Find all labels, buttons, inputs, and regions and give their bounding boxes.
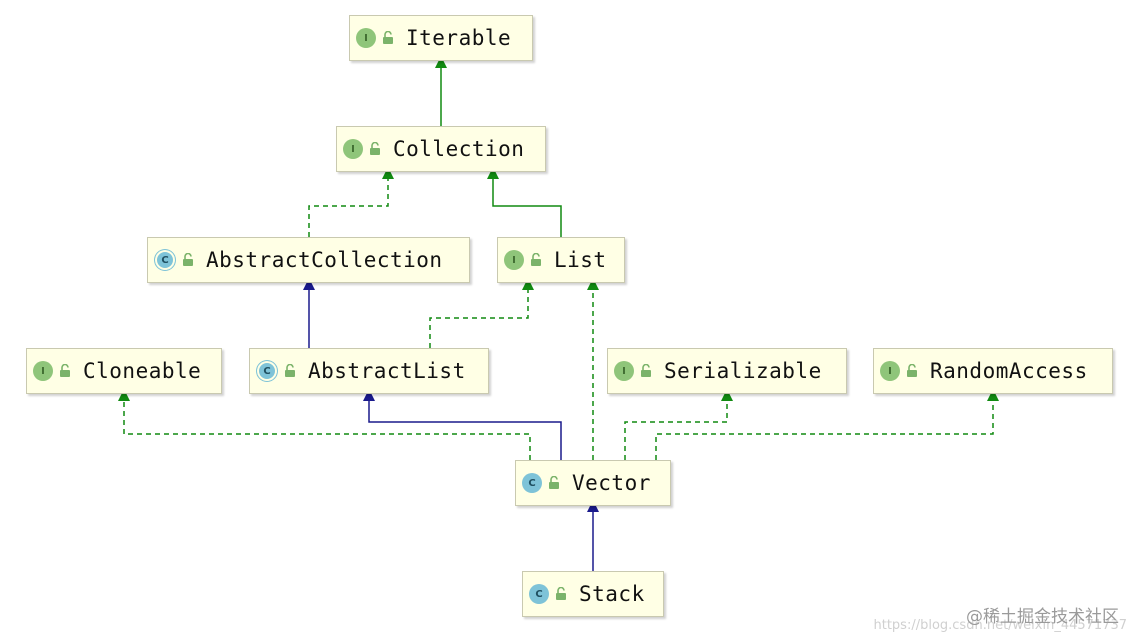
watermark: @稀土掘金技术社区: [966, 607, 1119, 627]
abstract-class-icon: C: [256, 360, 278, 382]
class-icon: C: [522, 473, 542, 493]
node-collection[interactable]: I Collection: [336, 126, 546, 172]
abstract-class-icon: C: [154, 249, 176, 271]
node-label: Stack: [579, 582, 645, 606]
interface-icon: I: [880, 361, 900, 381]
node-serializable[interactable]: I Serializable: [607, 348, 847, 394]
node-label: RandomAccess: [930, 359, 1088, 383]
unlocked-icon: [530, 253, 542, 267]
node-label: Collection: [393, 137, 525, 161]
interface-icon: I: [33, 361, 53, 381]
interface-icon: I: [504, 250, 524, 270]
node-label: Vector: [572, 471, 651, 495]
unlocked-icon: [59, 364, 71, 378]
node-abstract-collection[interactable]: C AbstractCollection: [147, 237, 470, 283]
interface-icon: I: [614, 361, 634, 381]
class-icon: C: [529, 584, 549, 604]
edge-vector-to-randomaccess: [655, 389, 999, 460]
node-stack[interactable]: C Stack: [522, 571, 664, 617]
edge-vector-to-abstractlist: [363, 389, 562, 460]
unlocked-icon: [906, 364, 918, 378]
edge-list-to-collection: [487, 167, 562, 237]
unlocked-icon: [640, 364, 652, 378]
node-abstract-list[interactable]: C AbstractList: [249, 348, 489, 394]
edge-vector-to-serializable: [624, 389, 733, 460]
node-vector[interactable]: C Vector: [515, 460, 671, 506]
node-label: Cloneable: [83, 359, 202, 383]
node-label: AbstractList: [308, 359, 466, 383]
node-label: Iterable: [406, 26, 512, 50]
edge-abstractcollection-to-collection: [308, 167, 394, 237]
edge-abstractlist-to-list: [429, 278, 534, 348]
unlocked-icon: [382, 31, 394, 45]
unlocked-icon: [548, 476, 560, 490]
node-label: List: [554, 248, 607, 272]
node-label: AbstractCollection: [206, 248, 443, 272]
unlocked-icon: [182, 253, 194, 267]
watermark-url: https://blog.csdn.net/weixin_44571737: [873, 618, 1127, 633]
node-iterable[interactable]: I Iterable: [349, 15, 533, 61]
unlocked-icon: [284, 364, 296, 378]
node-list[interactable]: I List: [497, 237, 625, 283]
unlocked-icon: [369, 142, 381, 156]
unlocked-icon: [555, 587, 567, 601]
node-label: Serializable: [664, 359, 822, 383]
interface-icon: I: [356, 28, 376, 48]
node-cloneable[interactable]: I Cloneable: [26, 348, 222, 394]
interface-icon: I: [343, 139, 363, 159]
node-random-access[interactable]: I RandomAccess: [873, 348, 1113, 394]
edge-vector-to-cloneable: [118, 389, 531, 460]
